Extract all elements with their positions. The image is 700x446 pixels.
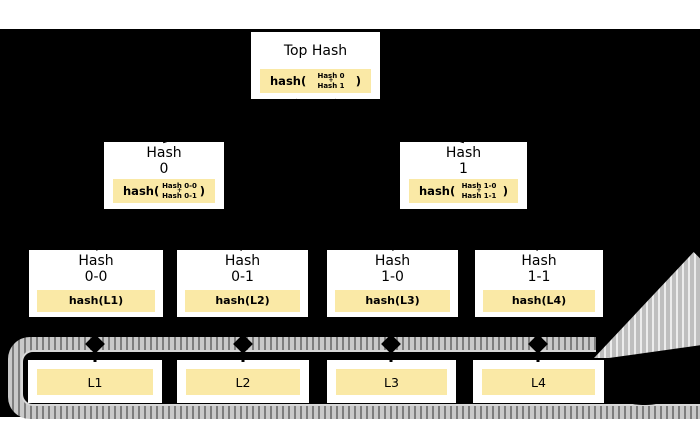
hash-fn-close: ): [502, 184, 508, 198]
data-blocks-blob: [609, 355, 679, 405]
hash-fn-close: ): [199, 184, 205, 198]
leaf-label: L3: [336, 369, 447, 395]
leaf-label: L2: [186, 369, 300, 395]
hash-arg2: Hash 0-1: [162, 192, 197, 200]
node-hash-0-1: Hash 0-1 hash(L2): [177, 250, 308, 317]
node-title: Top Hash: [251, 32, 380, 59]
hash-fn-open: hash(: [123, 184, 160, 198]
hash-arg1: Hash 0-0: [162, 182, 197, 190]
node-title-line2: 1-1: [527, 269, 551, 285]
node-title-line1: Hash: [445, 145, 482, 161]
node-title: Hash 1-0: [327, 250, 458, 285]
hash-arg1: Hash 0: [317, 72, 345, 80]
node-title-line2: 0: [159, 161, 169, 177]
node-title-line2: 1: [459, 161, 468, 177]
node-title-line1: Hash: [78, 253, 114, 269]
node-title-line1: Hash: [224, 253, 261, 269]
node-hash-0-0: Hash 0-0 hash(L1): [29, 250, 163, 317]
node-title: Hash 0-0: [29, 250, 163, 285]
node-title-text: Top Hash: [283, 43, 348, 59]
hash-args: Hash 0 + Hash 1: [317, 72, 345, 90]
node-title-line1: Hash: [374, 253, 411, 269]
node-title: Hash 0-1: [177, 250, 308, 285]
hash-fn-open: hash(: [419, 184, 456, 198]
hash-formula: hash( Hash 0-0 + Hash 0-1 ): [113, 179, 215, 203]
hash-arg2: Hash 1-1: [461, 192, 497, 200]
plus-sign: +: [476, 187, 482, 194]
leaf-l3: L3: [327, 360, 456, 403]
leaf-label: L1: [37, 369, 153, 395]
hash-formula: hash( Hash 1-0 + Hash 1-1 ): [409, 179, 518, 203]
hash-label: hash(L3): [335, 290, 450, 312]
node-hash-0: Hash 0 hash( Hash 0-0 + Hash 0-1 ): [104, 142, 224, 209]
leaf-l2: L2: [177, 360, 309, 403]
node-title-line2: 0-0: [84, 269, 108, 285]
leaf-label: L4: [482, 369, 595, 395]
node-title: Hash 1-1: [475, 250, 603, 285]
hash-label: hash(L4): [483, 290, 595, 312]
node-hash-1: Hash 1 hash( Hash 1-0 + Hash 1-1 ): [400, 142, 527, 209]
node-title-line2: 1-0: [381, 269, 404, 285]
leaf-l1: L1: [28, 360, 162, 403]
hash-fn-close: ): [355, 74, 361, 88]
hash-args: Hash 0-0 + Hash 0-1: [162, 182, 197, 200]
node-hash-1-0: Hash 1-0 hash(L3): [327, 250, 458, 317]
hash-label: hash(L2): [185, 290, 300, 312]
hash-arg1: Hash 1-0: [461, 182, 497, 190]
node-title-line2: 0-1: [231, 269, 254, 285]
hash-formula: hash( Hash 0 + Hash 1 ): [260, 69, 371, 93]
plus-sign: +: [328, 77, 334, 84]
node-hash-1-1: Hash 1-1 hash(L4): [475, 250, 603, 317]
hash-arg2: Hash 1: [317, 82, 345, 90]
hash-args: Hash 1-0 + Hash 1-1: [461, 182, 497, 200]
hash-label: hash(L1): [37, 290, 155, 312]
node-top-hash: Top Hash hash( Hash 0 + Hash 1 ): [251, 32, 380, 99]
node-title: Hash 0: [104, 142, 224, 177]
plus-sign: +: [176, 187, 182, 194]
leaf-l4: L4: [473, 360, 604, 403]
hash-fn-open: hash(: [270, 74, 307, 88]
node-title: Hash 1: [400, 142, 527, 177]
node-title-line1: Hash: [521, 253, 557, 269]
node-title-line1: Hash: [146, 145, 182, 161]
